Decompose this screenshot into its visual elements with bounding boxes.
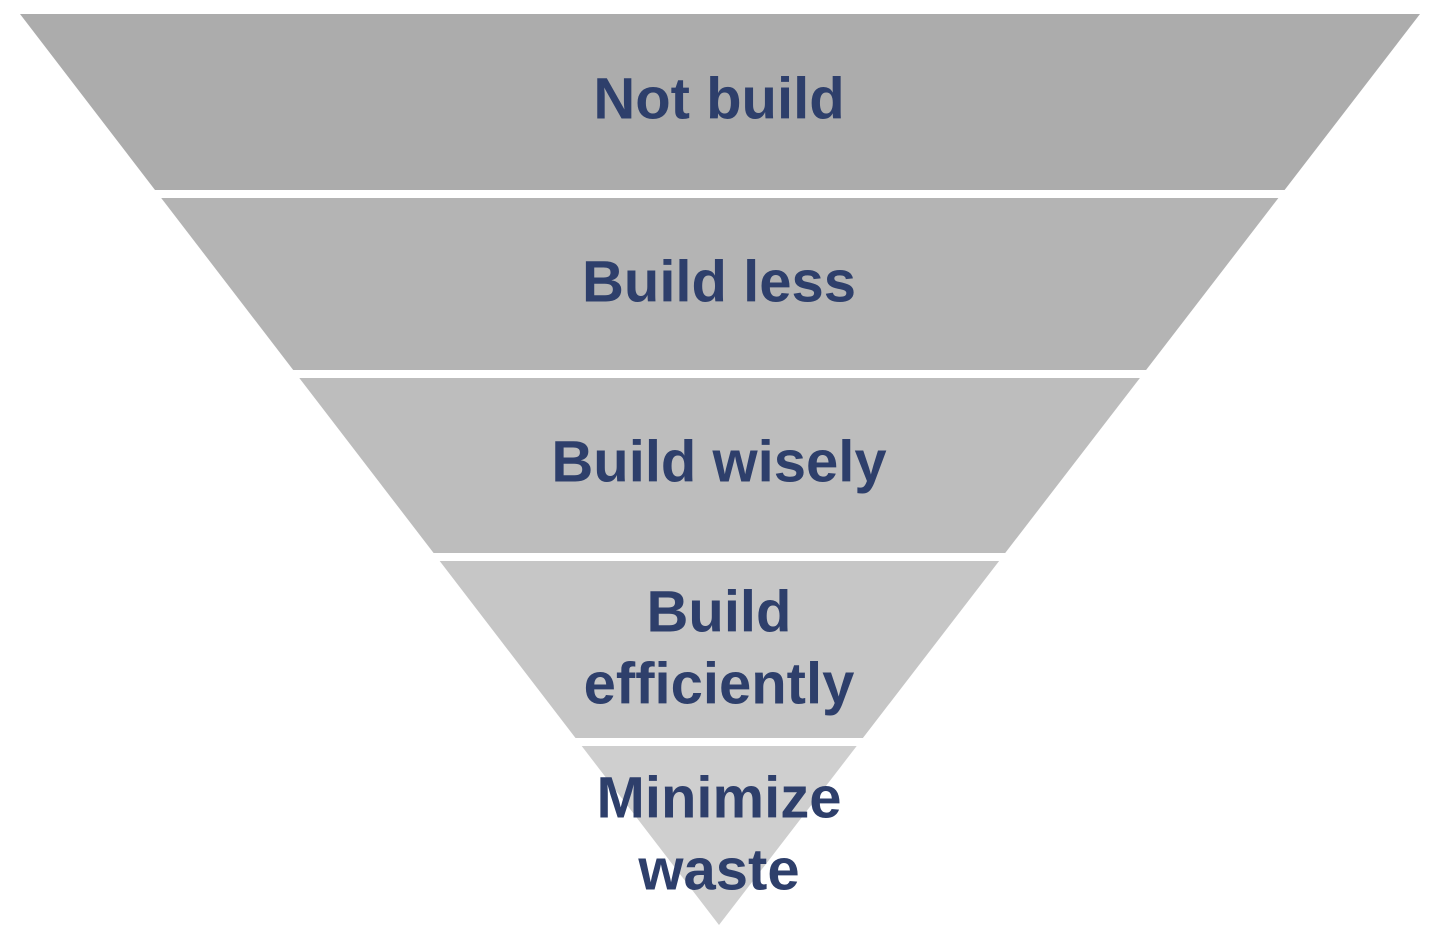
tier-1-label-line-1: Not build <box>593 66 844 131</box>
tier-5-label-line-1: Minimize <box>597 765 842 830</box>
tier-4-label-line-2: efficiently <box>584 651 855 716</box>
pyramid-tier-4 <box>439 561 1000 738</box>
tier-4-label-line-1: Build <box>647 579 792 644</box>
tier-3-label-line-1: Build wisely <box>551 429 886 494</box>
pyramid-tier-1 <box>20 14 1420 190</box>
tier-2-label-line-1: Build less <box>582 249 856 314</box>
tier-5-label-line-2: waste <box>637 837 799 902</box>
pyramid-tier-3 <box>299 378 1140 553</box>
pyramid-tier-2 <box>161 198 1279 370</box>
pyramid-tier-5 <box>581 746 857 925</box>
